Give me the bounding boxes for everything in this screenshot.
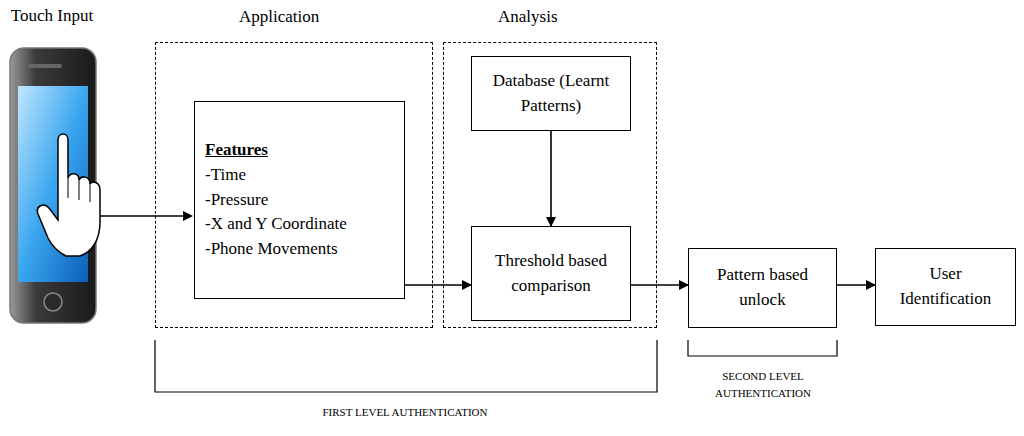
box-text: -Phone Movements bbox=[205, 237, 338, 262]
process-box: User Identification bbox=[875, 248, 1016, 326]
feature-box: Features-Time-Pressure-X and Y Coordinat… bbox=[194, 101, 405, 299]
flow-arrow bbox=[405, 284, 471, 286]
flow-arrow bbox=[837, 284, 875, 286]
group-title: Analysis bbox=[498, 7, 558, 27]
level-label: FIRST LEVEL AUTHENTICATION bbox=[255, 404, 555, 421]
box-text: Threshold based comparison bbox=[480, 249, 622, 298]
box-text: -Time bbox=[205, 163, 246, 188]
input-arrow bbox=[100, 211, 193, 221]
group-region: ApplicationFeatures-Time-Pressure-X and … bbox=[155, 42, 433, 328]
group-title: Application bbox=[239, 7, 319, 27]
process-box: Threshold based comparison bbox=[471, 226, 631, 321]
box-text: User Identification bbox=[884, 262, 1007, 311]
level-brackets bbox=[155, 340, 837, 392]
box-text: -Pressure bbox=[205, 188, 268, 213]
box-heading: Features bbox=[205, 138, 268, 163]
phone-illustration bbox=[10, 48, 100, 323]
box-text: Pattern based unlock bbox=[697, 263, 828, 312]
level-label: SECOND LEVEL AUTHENTICATION bbox=[697, 368, 829, 401]
database-box: Database (Learnt Patterns) bbox=[471, 56, 631, 131]
input-label: Touch Input bbox=[2, 6, 102, 26]
box-text: -X and Y Coordinate bbox=[205, 212, 347, 237]
flow-arrow bbox=[631, 284, 688, 286]
group-region: AnalysisDatabase (Learnt Patterns)Thresh… bbox=[443, 42, 657, 328]
process-box: Pattern based unlock bbox=[688, 248, 837, 328]
box-text: Database (Learnt Patterns) bbox=[480, 69, 622, 118]
flow-arrow bbox=[550, 131, 552, 226]
